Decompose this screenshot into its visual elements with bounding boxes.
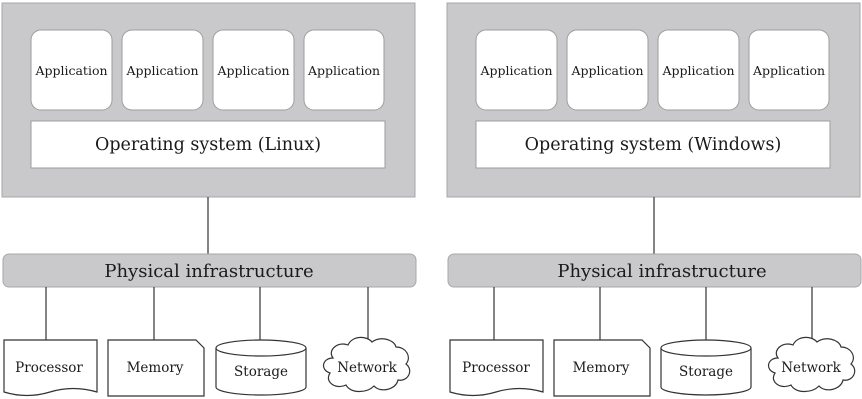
network-cloud-icon: Network [768, 336, 856, 393]
application-box: Application [212, 29, 295, 111]
application-label: Application [570, 63, 643, 78]
storage-label: Storage [679, 364, 733, 380]
operating-system-label: Operating system (Linux) [95, 135, 321, 155]
application-box: Application [121, 29, 204, 111]
storage-resource: Storage [215, 339, 307, 396]
application-box: Application [748, 29, 830, 111]
processor-label: Processor [15, 360, 83, 376]
application-box: Application [30, 29, 113, 111]
application-label: Application [216, 63, 289, 78]
system-linux: Application Application Application Appl… [1, 2, 417, 397]
application-label: Application [661, 63, 734, 78]
application-label: Application [125, 63, 198, 78]
physical-infrastructure-bar [447, 253, 862, 288]
network-cloud-icon: Network [323, 336, 411, 393]
application-box: Application [475, 29, 558, 111]
memory-resource: Memory [553, 339, 651, 397]
storage-label: Storage [234, 364, 288, 380]
operating-system-box [30, 120, 386, 169]
network-label: Network [781, 360, 841, 376]
physical-infrastructure-label: Physical infrastructure [557, 261, 766, 282]
operating-system-box [475, 120, 831, 169]
storage-resource: Storage [660, 339, 752, 396]
processor-resource: Processor [3, 339, 98, 397]
application-label: Application [307, 63, 380, 78]
application-box: Application [303, 29, 385, 111]
application-label: Application [752, 63, 825, 78]
operating-system-label: Operating system (Windows) [525, 135, 782, 155]
application-box: Application [657, 29, 740, 111]
application-label: Application [479, 63, 552, 78]
processor-label: Processor [462, 360, 530, 376]
application-box: Application [566, 29, 649, 111]
physical-infrastructure-bar [2, 253, 417, 288]
network-label: Network [337, 360, 397, 376]
system-windows: Application Application Application Appl… [446, 2, 862, 397]
physical-infrastructure-label: Physical infrastructure [104, 261, 313, 282]
memory-resource: Memory [107, 339, 205, 397]
application-label: Application [34, 63, 107, 78]
memory-label: Memory [573, 360, 630, 376]
memory-label: Memory [127, 360, 184, 376]
processor-resource: Processor [449, 339, 544, 397]
